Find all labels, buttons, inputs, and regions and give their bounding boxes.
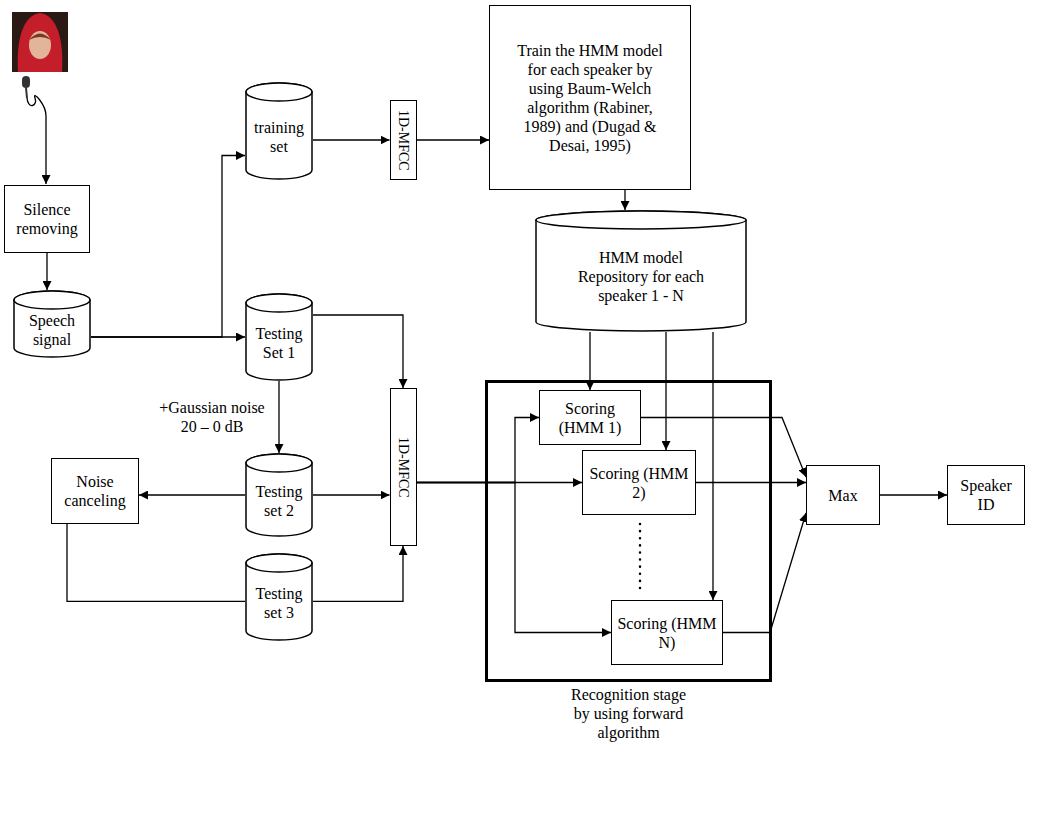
- box-text: Silence removing: [10, 200, 84, 238]
- scoring-box: Scoring (HMM 2): [582, 450, 696, 515]
- data-store: training set: [245, 82, 313, 180]
- output-box: Speaker ID: [947, 465, 1025, 525]
- ellipsis-dots: [639, 524, 642, 592]
- process-box: Train the HMM model for each speaker by …: [489, 5, 691, 190]
- cylinder-body: [246, 83, 312, 179]
- connector: [313, 139, 390, 140]
- connector: [313, 494, 390, 495]
- hood: [18, 13, 63, 72]
- box-text: Scoring (HMM 1): [545, 399, 635, 437]
- data-store: Testing set 2: [245, 453, 313, 537]
- microphone: [22, 76, 46, 184]
- cylinder-body: [14, 291, 90, 357]
- box-text: Scoring (HMM N): [617, 614, 717, 652]
- connector: [313, 315, 403, 388]
- connector: [723, 513, 806, 633]
- box-text: Noise canceling: [57, 472, 133, 510]
- data-store: Speech signal: [13, 290, 91, 358]
- box-text: Speech signal: [17, 311, 87, 349]
- stage-caption: Recognition stage by using forward algor…: [564, 685, 694, 742]
- feature-box: 1D-MFCC: [390, 100, 417, 180]
- connector: [91, 156, 245, 338]
- box-text: Speaker ID: [953, 476, 1019, 514]
- cylinder-body: [536, 211, 746, 331]
- model-store: HMM model Repository for each speaker 1 …: [535, 210, 747, 332]
- mic-handle: [26, 88, 27, 98]
- connector: [313, 546, 403, 601]
- data-store: Testing Set 1: [245, 293, 313, 381]
- hair: [29, 34, 51, 41]
- connector: [696, 482, 806, 483]
- cylinder-top: [14, 291, 90, 309]
- box-text: Scoring (HMM 2): [588, 464, 690, 502]
- cylinder-top: [536, 211, 746, 229]
- speaker-photo: [12, 12, 68, 72]
- process-box: Noise canceling: [51, 458, 139, 524]
- cylinder-body: [246, 554, 312, 640]
- mic-head: [22, 76, 30, 88]
- scoring-box: Scoring (HMM N): [611, 600, 723, 665]
- box-text: training set: [249, 118, 309, 156]
- box-text: Testing set 3: [249, 584, 309, 622]
- connector: [278, 381, 279, 453]
- connector: [139, 494, 245, 495]
- box-text: Testing Set 1: [249, 324, 309, 362]
- photo-ground: [12, 12, 68, 72]
- connector: [880, 494, 947, 495]
- process-box: Max: [806, 465, 880, 525]
- cylinder-body: [246, 454, 312, 536]
- connector: [67, 524, 245, 601]
- connector: [624, 190, 625, 210]
- cylinder-body: [246, 294, 312, 380]
- mic-cable: [27, 96, 46, 184]
- box-text: 1D-MFCC: [394, 437, 413, 498]
- box-text: HMM model Repository for each speaker 1 …: [570, 248, 712, 305]
- cylinder-top: [246, 554, 312, 572]
- connector: [665, 332, 666, 450]
- connector: [91, 336, 245, 337]
- box-text: 1D-MFCC: [394, 110, 413, 171]
- data-store: Testing set 3: [245, 553, 313, 641]
- cylinder-top: [246, 294, 312, 312]
- stage-frame: Recognition stage by using forward algor…: [485, 380, 772, 682]
- feature-box: 1D-MFCC: [390, 388, 417, 546]
- scoring-box: Scoring (HMM 1): [539, 390, 641, 445]
- edge-label: +Gaussian noise 20 – 0 dB: [153, 398, 271, 436]
- connector: [417, 418, 540, 483]
- box-text: Max: [828, 486, 857, 505]
- box-text: Testing set 2: [249, 482, 309, 520]
- cylinder-top: [246, 83, 312, 101]
- cylinder-top: [246, 454, 312, 472]
- process-box: Silence removing: [4, 185, 90, 253]
- box-text: Train the HMM model for each speaker by …: [510, 41, 670, 155]
- connectors: [47, 140, 947, 633]
- connector: [417, 139, 490, 140]
- face: [29, 31, 51, 59]
- connector: [712, 332, 713, 600]
- connector: [46, 253, 47, 290]
